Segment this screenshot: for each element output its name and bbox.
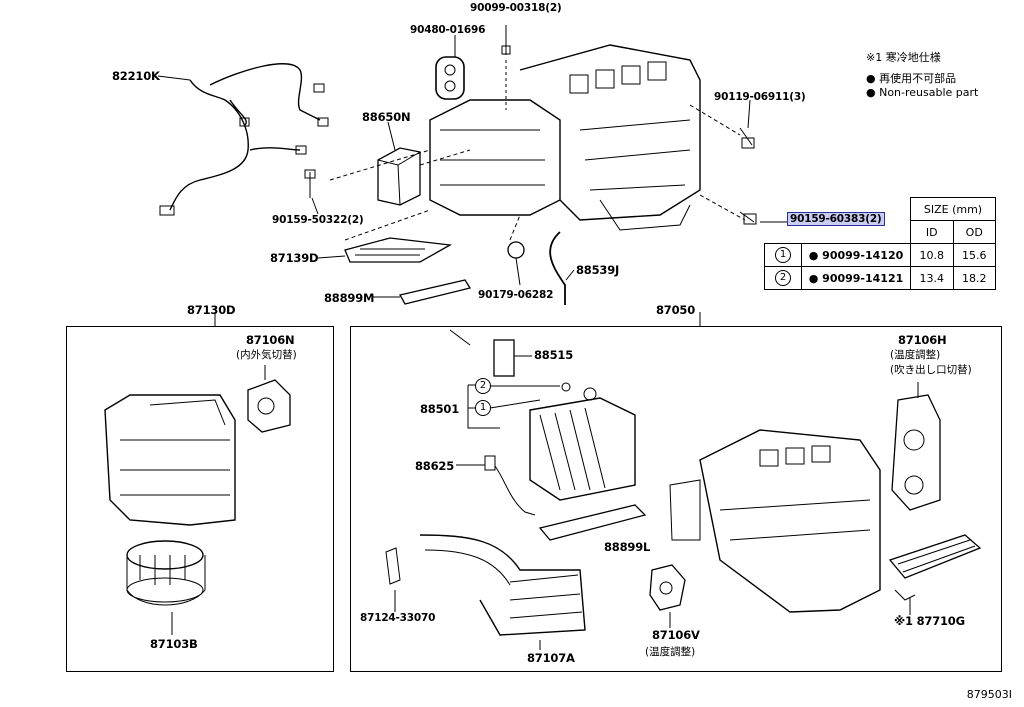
row-id: 13.4 [910,266,954,290]
part-label-87139D[interactable]: 87139D [270,251,319,265]
part-label-82210K[interactable]: 82210K [112,69,160,83]
ptc-heater-87710G[interactable] [888,534,982,615]
part-label-90159-60383[interactable]: 90159-60383(2) [787,212,885,226]
blower-case-87130D[interactable] [104,394,236,526]
row-od: 15.6 [952,243,996,267]
screw-90099-00318[interactable] [501,38,511,110]
part-label-88650N[interactable]: 88650N [362,110,411,124]
left-box-title[interactable]: 87130D [187,303,236,317]
part-label-88501[interactable]: 88501 [420,402,460,416]
non-reusable-note-jp: ● 再使用不可部品 [866,72,957,85]
clamp-87124-33070[interactable] [385,547,401,612]
size-table: SIZE (mm) ID OD 1 ● 90099-14120 10.8 15.… [764,197,996,290]
non-reusable-note-en: ● Non-reusable part [866,86,979,99]
part-label-88899L[interactable]: 88899L [604,540,651,554]
part-label-87710G[interactable]: ※1 87710G [894,614,965,628]
part-label-90179-06282[interactable]: 90179-06282 [478,289,554,301]
row-id: 10.8 [910,243,954,267]
seal-88899M[interactable] [399,279,472,305]
screw-90159-50322[interactable] [304,169,316,198]
part-label-90099-00318[interactable]: 90099-00318(2) [470,2,562,14]
hvac-case-lower[interactable] [669,429,881,613]
grommet-90480-01696[interactable] [435,56,465,100]
circle-2: 2 [475,378,491,394]
part-label-87106V[interactable]: 87106V [652,628,700,642]
bolt-and-valve-88515[interactable] [449,329,532,377]
blower-motor-87103B[interactable] [126,540,206,606]
table-row: 2 ● 90099-14121 13.4 18.2 [764,266,996,290]
row-od: 18.2 [952,266,996,290]
part-label-90159-50322[interactable]: 90159-50322(2) [272,214,364,226]
part-sub-87106N: (内外気切替) [236,349,297,361]
nut-90179-06282[interactable] [507,241,525,259]
circle-1: 1 [475,400,491,416]
row-number: 2 [775,270,791,286]
seal-88899L[interactable] [538,504,647,541]
right-box-title[interactable]: 87050 [656,303,696,317]
part-label-87106H[interactable]: 87106H [898,333,947,347]
heater-core-87107A[interactable] [419,534,586,650]
part-label-87107A[interactable]: 87107A [527,651,575,665]
size-header: SIZE (mm) [910,197,996,221]
row-part[interactable]: ● 90099-14120 [801,243,911,267]
part-label-88625[interactable]: 88625 [415,459,455,473]
row-number: 1 [775,247,791,263]
table-row: 1 ● 90099-14120 10.8 15.6 [764,243,996,267]
part-label-88539J[interactable]: 88539J [576,263,620,277]
ecu-88650N[interactable] [377,147,421,206]
part-label-87124-33070[interactable]: 87124-33070 [360,612,436,624]
part-sub-87106H-1: (温度調整) [890,349,941,361]
col-id: ID [910,220,954,244]
right-box-frame [350,326,1002,672]
col-od: OD [952,220,996,244]
part-label-88515[interactable]: 88515 [534,348,574,362]
row-part[interactable]: ● 90099-14121 [801,266,911,290]
screw-90159-60383[interactable] [739,211,757,225]
part-label-87106N[interactable]: 87106N [246,333,295,347]
o-ring-88501[interactable] [467,382,597,429]
part-label-87103B[interactable]: 87103B [150,637,198,651]
thermistor-88625[interactable] [484,455,536,516]
heater-unit-top[interactable] [429,44,701,231]
left-box-frame [66,326,334,672]
catalog-number: 879503I [966,688,1012,701]
servo-87106V[interactable] [649,564,686,628]
part-sub-87106V: (温度調整) [645,646,696,658]
servo-87106N[interactable] [247,379,291,433]
highlighted-part[interactable]: 90159-60383(2) [787,212,885,226]
part-sub-87106H-2: (吹き出し口切替) [890,364,972,376]
servo-87106H[interactable] [891,382,941,511]
cold-region-note: ※1 寒冷地仕様 [866,51,941,64]
filter-87139D[interactable] [344,237,453,263]
part-label-88899M[interactable]: 88899M [324,291,375,305]
evaporator[interactable] [529,397,636,501]
hose-88539J[interactable] [549,231,566,305]
part-label-90480-01696[interactable]: 90480-01696 [410,24,486,36]
part-label-90119-06911[interactable]: 90119-06911(3) [714,91,806,103]
screw-90119-06911[interactable] [739,127,755,149]
wire-harness-82210K[interactable] [159,63,329,216]
